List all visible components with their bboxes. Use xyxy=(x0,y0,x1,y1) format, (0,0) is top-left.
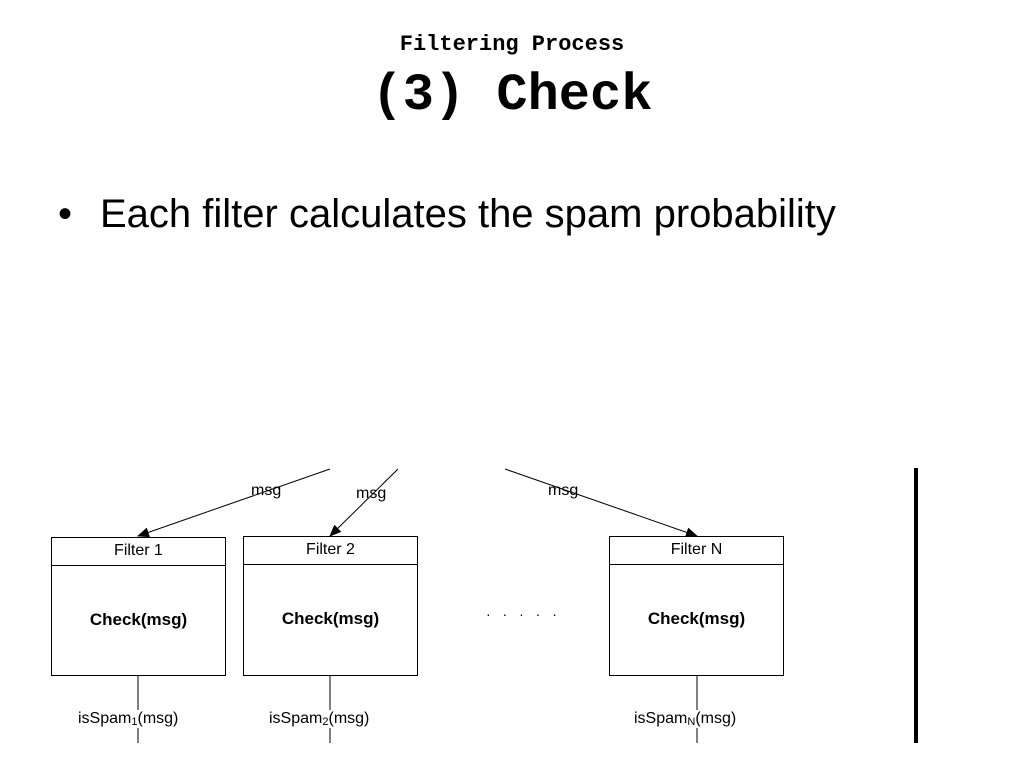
filter-box-n: Filter N Check(msg) xyxy=(609,536,784,676)
output-arg: (msg) xyxy=(328,710,370,727)
bullet-marker: • xyxy=(58,192,73,236)
output-base: isSpam xyxy=(78,710,132,727)
bullet-list: • Each filter calculates the spam probab… xyxy=(58,188,836,240)
filter-method: Check(msg) xyxy=(647,609,746,628)
input-label-msg-3: msg xyxy=(548,482,579,499)
filter-method: Check(msg) xyxy=(89,610,188,629)
input-label-msg-1: msg xyxy=(251,482,282,499)
filter-box-1: Filter 1 Check(msg) xyxy=(51,537,226,676)
filter-header: Filter 2 xyxy=(244,537,417,565)
output-label-filter-n: isSpamN(msg) xyxy=(633,710,738,728)
slide-subtitle: Filtering Process xyxy=(399,32,625,57)
filter-header: Filter N xyxy=(610,537,783,565)
bullet-item: • Each filter calculates the spam probab… xyxy=(58,188,836,240)
output-subscript: N xyxy=(687,716,696,728)
output-arg: (msg) xyxy=(695,710,737,727)
filter-method: Check(msg) xyxy=(281,609,380,628)
input-label-msg-2: msg xyxy=(356,485,387,502)
filter-header: Filter 1 xyxy=(52,538,225,566)
output-base: isSpam xyxy=(634,710,688,727)
output-subscript: 2 xyxy=(322,716,329,728)
output-label-filter-1: isSpam1(msg) xyxy=(77,710,180,728)
output-subscript: 1 xyxy=(131,716,138,728)
filter-box-2: Filter 2 Check(msg) xyxy=(243,536,418,676)
output-base: isSpam xyxy=(269,710,323,727)
bullet-text: Each filter calculates the spam probabil… xyxy=(100,192,836,236)
input-arrow-filter-1 xyxy=(137,468,331,538)
input-arrow-filter-n xyxy=(504,468,698,538)
output-arg: (msg) xyxy=(137,710,179,727)
slide-title: (3) Check xyxy=(371,66,653,125)
ellipsis: · · · · · xyxy=(486,606,561,622)
output-label-filter-2: isSpam2(msg) xyxy=(268,710,371,728)
input-arrow-filter-2 xyxy=(329,468,399,537)
